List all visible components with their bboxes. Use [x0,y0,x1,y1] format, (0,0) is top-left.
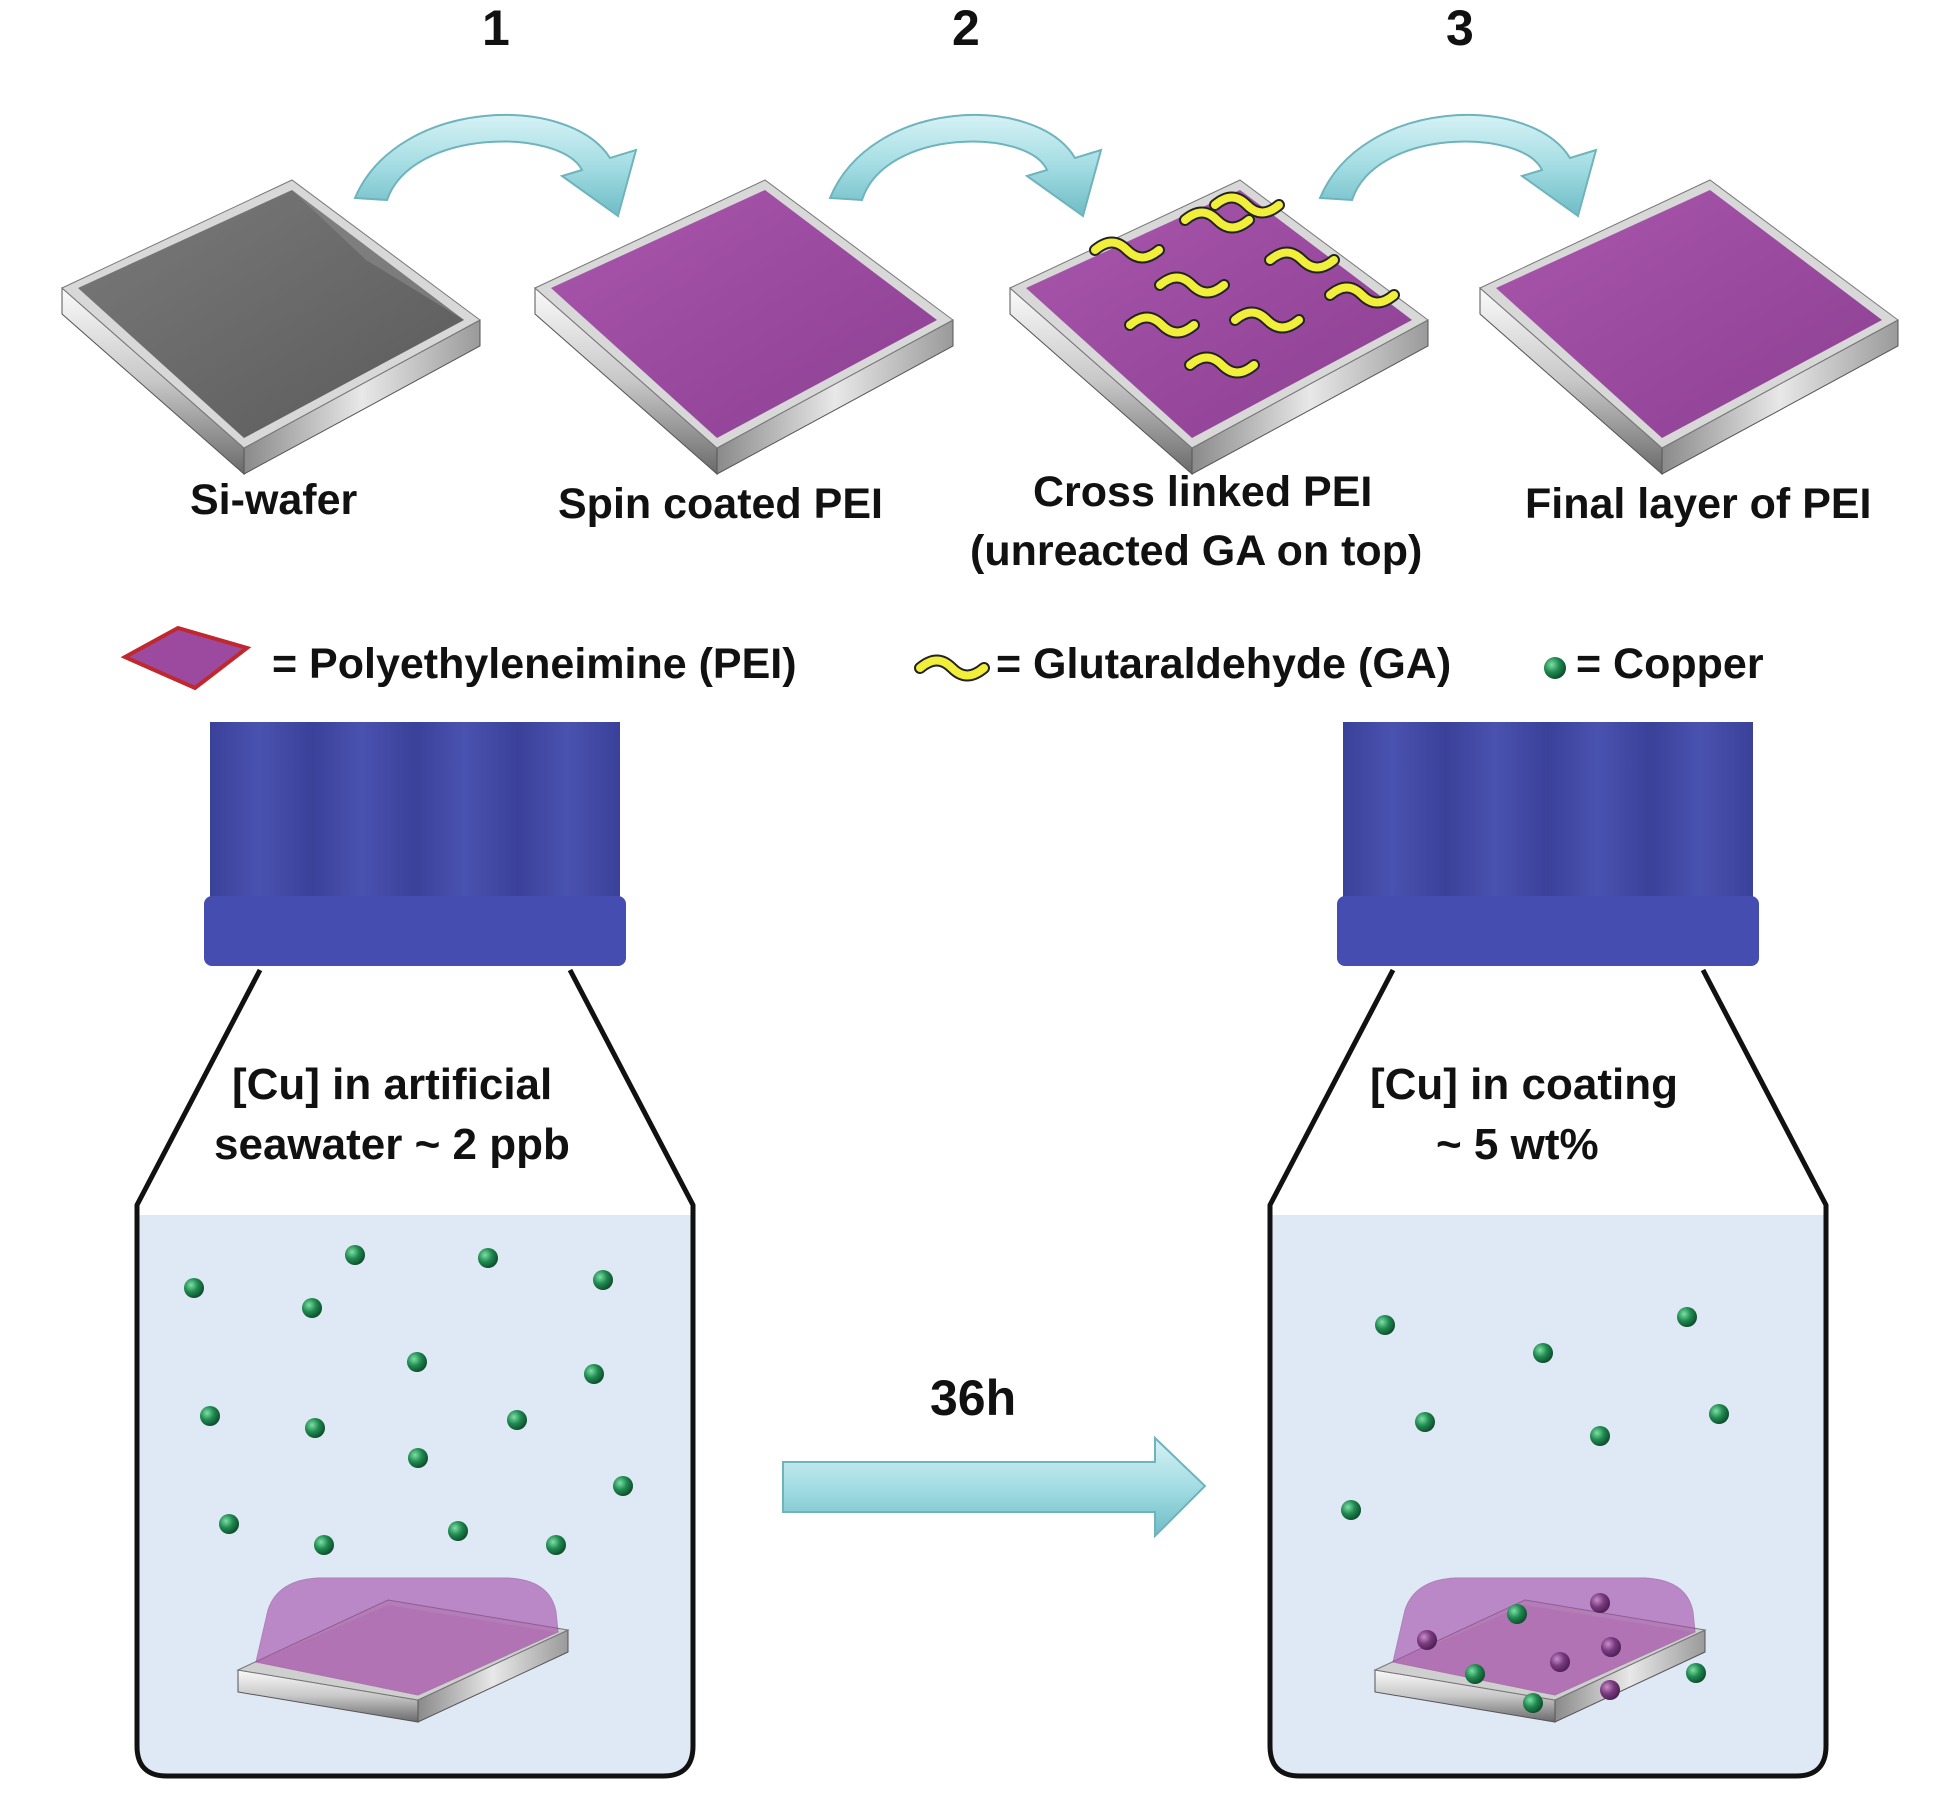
left-bottle [134,722,696,1779]
step-arrow-1-shape [353,113,638,218]
left-bottle-text-line1: [Cu] in artificial [232,1060,553,1109]
legend-ga-text: = Glutaraldehyde (GA) [996,640,1452,688]
legend-pei-icon [120,625,252,691]
ga-squiggle [1091,238,1163,262]
copper-ion [408,1448,428,1468]
step-number-2: 2 [952,0,980,56]
copper-ion-embedded [1550,1652,1570,1672]
copper-ion [593,1270,613,1290]
step-arrow-3-shape [1318,113,1598,218]
silicon-highlight [292,190,464,320]
left-bottle-cap-icon [210,722,620,900]
transition-arrow-shape [782,1435,1207,1539]
right-bottle-cap-rim [1337,896,1759,966]
copper-ion [1677,1307,1697,1327]
copper-ion [1533,1343,1553,1363]
step-arrow-2 [828,113,1103,218]
copper-ion [478,1248,498,1268]
step-number-3: 3 [1446,0,1474,56]
left-coated-wafer [236,1577,570,1723]
wafer-1 [534,179,954,476]
legend-copper-text: = Copper [1576,640,1764,688]
wafer-0 [61,179,481,476]
copper-ion-embedded [1601,1637,1621,1657]
wafer-label-spin-coated: Spin coated PEI [558,480,883,528]
copper-ion [345,1245,365,1265]
pei-surface [551,190,937,438]
left-bottle-outline [134,968,696,1779]
wafer-3 [1479,179,1899,476]
ga-squiggle [1266,248,1338,272]
step-arrow-2-shape [828,113,1103,218]
left-bottle-text-line2: seawater ~ 2 ppb [214,1120,570,1169]
ga-squiggle [1181,208,1253,232]
wafer-label-final-layer: Final layer of PEI [1525,480,1872,528]
copper-ion [1709,1404,1729,1424]
left-bottle-cap-rim [204,896,626,966]
copper-ion [219,1514,239,1534]
ga-squiggle [1186,353,1258,377]
copper-ion [305,1418,325,1438]
legend-ga-icon [916,656,988,680]
copper-ion [613,1476,633,1496]
copper-ion [314,1535,334,1555]
right-bottle-text-line1: [Cu] in coating [1370,1060,1678,1109]
ga-squiggle [1231,308,1303,332]
copper-ion [407,1352,427,1372]
pei-surface [1496,190,1882,438]
copper-ion-embedded [1600,1680,1620,1700]
right-bottle-outline [1267,968,1829,1779]
step-number-1: 1 [482,0,510,56]
right-bottle [1267,722,1829,1779]
transition-arrow [782,1435,1207,1539]
ga-squiggle [1126,313,1198,337]
copper-ion [1590,1426,1610,1446]
copper-ion [1415,1412,1435,1432]
copper-ion-in-coating [1507,1604,1527,1624]
copper-ion [1375,1315,1395,1335]
copper-ion [200,1406,220,1426]
copper-ion [302,1298,322,1318]
silicon-surface [78,190,464,438]
step-arrow-1 [353,113,638,218]
wafer-2 [1009,179,1429,476]
copper-ion [507,1410,527,1430]
copper-ion-in-coating [1465,1664,1485,1684]
right-coated-wafer [1373,1577,1707,1723]
legend-pei-text: = Polyethyleneimine (PEI) [272,640,797,688]
copper-ion [546,1535,566,1555]
left-coated-wafer-pei-top [256,1605,556,1695]
wafer-label-cross-linked-line2: (unreacted GA on top) [970,527,1423,575]
legend-copper-icon [1544,657,1566,679]
copper-ion-embedded [1417,1630,1437,1650]
transition-time-label: 36h [930,1370,1017,1426]
copper-ion-embedded [1590,1593,1610,1613]
wafer-label-si: Si-wafer [190,476,358,524]
copper-ion [448,1521,468,1541]
ga-squiggle [1156,273,1228,297]
copper-ion [1341,1500,1361,1520]
ga-squiggle [1211,193,1283,217]
wafer-label-cross-linked-line1: Cross linked PEI [1033,468,1373,516]
copper-ion [584,1364,604,1384]
step-arrow-3 [1318,113,1598,218]
copper-ion-in-coating [1523,1693,1543,1713]
right-bottle-text-line2: ~ 5 wt% [1436,1120,1599,1169]
right-bottle-cap-icon [1343,722,1753,900]
ga-squiggle [1326,283,1398,307]
copper-ion-in-coating [1686,1663,1706,1683]
copper-ion [184,1278,204,1298]
